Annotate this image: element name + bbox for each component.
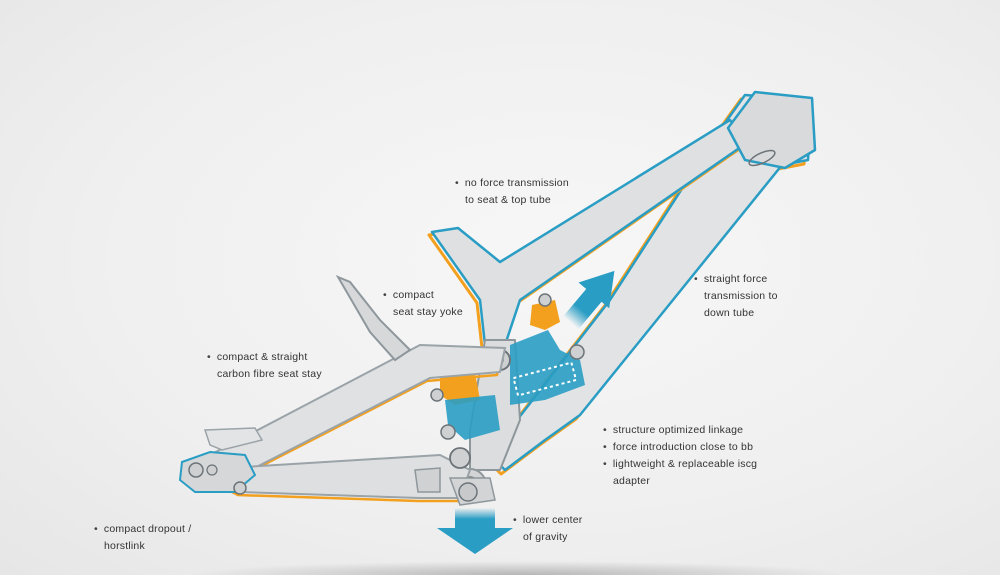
annotation-line: seat stay yoke [393, 306, 463, 318]
force-arrow-up-icon [563, 270, 615, 330]
top-tube [430, 118, 750, 347]
iscg-adapter [440, 424, 496, 506]
shock-body-blue [510, 330, 585, 405]
annotation-linkage: structure optimized linkage force introd… [603, 422, 757, 490]
head-tube [726, 90, 817, 170]
annotation-gravity: lower center of gravity [513, 512, 582, 546]
annotation-line: down tube [704, 307, 755, 319]
shock-orange-top [530, 300, 560, 330]
annotation-line: carbon fibre seat stay [217, 368, 322, 380]
annotation-line: compact dropout / [94, 521, 191, 538]
shock-blue-left [445, 395, 500, 440]
annotation-line: lower center [513, 512, 582, 529]
annotation-seat-top-tube: no force transmission to seat & top tube [455, 175, 569, 209]
horstlink-pivot [233, 481, 247, 495]
annotation-line: transmission to [704, 290, 778, 302]
annotation-dropout: compact dropout / horstlink [94, 521, 191, 555]
annotation-line: of gravity [523, 531, 568, 543]
annotation-line: no force transmission [455, 175, 569, 192]
gravity-arrow-down-icon [437, 508, 513, 554]
linkage-pivot-top [538, 293, 552, 307]
annotation-line: straight force [694, 271, 778, 288]
dropout [178, 427, 264, 495]
annotation-line: compact & straight [207, 349, 322, 366]
linkage-pivot-shock [569, 344, 585, 360]
annotation-seat-stay: compact & straight carbon fibre seat sta… [207, 349, 322, 383]
annotation-line: horstlink [104, 540, 145, 552]
annotation-down-tube: straight force transmission to down tube [694, 271, 778, 322]
annotation-line: adapter [613, 475, 651, 487]
seat-stay-yoke [335, 274, 412, 362]
annotation-line: to seat & top tube [465, 194, 551, 206]
annotation-yoke: compact seat stay yoke [383, 287, 463, 321]
annotation-line: compact [383, 287, 463, 304]
seat-stay [204, 274, 507, 483]
annotation-line: lightweight & replaceable iscg [603, 456, 757, 473]
annotation-line: structure optimized linkage [603, 422, 757, 439]
annotation-line: force introduction close to bb [603, 439, 757, 456]
shock-stripes [512, 361, 578, 397]
dropout-axle [188, 462, 204, 478]
linkage-pivot-lower [430, 388, 444, 402]
ground-shadow [190, 561, 850, 575]
shock-linkage [420, 293, 585, 440]
